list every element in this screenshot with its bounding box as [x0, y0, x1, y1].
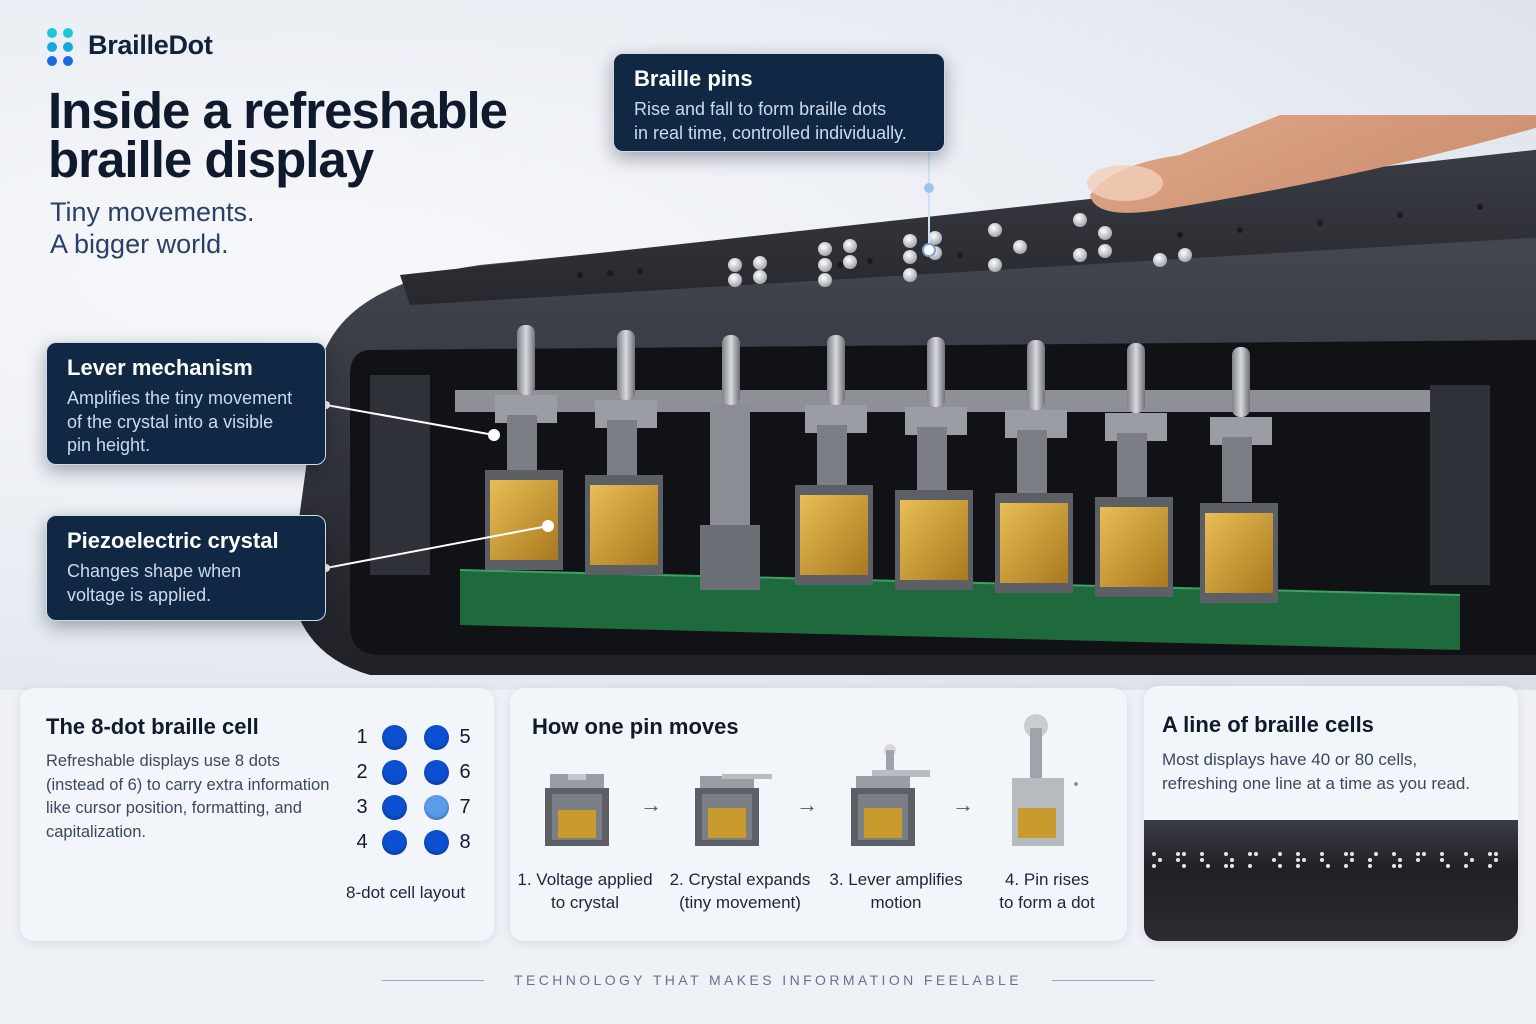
braille-dot	[424, 830, 449, 855]
dot-number: 5	[459, 726, 471, 748]
card-description: Most displays have 40 or 80 cells, refre…	[1162, 748, 1507, 795]
step-2-illustration	[695, 774, 772, 846]
logo-dot	[47, 28, 57, 38]
braille-display-device	[290, 115, 1536, 675]
callout-text-line: voltage is applied.	[67, 584, 212, 605]
braille-line-strip	[1144, 820, 1518, 941]
arrow-right-icon: →	[640, 792, 662, 817]
callout-text-line: Rise and fall to form braille dots	[634, 99, 887, 119]
dot-number: 3	[356, 796, 368, 818]
logo-dot	[63, 56, 73, 66]
card-text-line: capitalization.	[46, 822, 146, 841]
logo-dot	[63, 42, 73, 52]
page-subtitle: Tiny movements. A bigger world.	[50, 196, 255, 260]
callout-title: Lever mechanism	[67, 355, 253, 380]
callout-text-line: in real time, controlled individually.	[634, 122, 907, 143]
card-text-line: (instead of 6) to carry extra informatio…	[46, 775, 330, 794]
logo-dot	[47, 42, 57, 52]
card-8-dot-cell: The 8-dot braille cell Refreshable displ…	[20, 688, 494, 941]
step-label: 2. Crystal expands (tiny movement)	[665, 868, 815, 914]
card-text-line: Most displays have 40 or 80 cells,	[1162, 750, 1418, 769]
callout-title: Piezoelectric crystal	[67, 528, 279, 553]
subtitle-line: A bigger world.	[50, 229, 229, 259]
callout-text-line: of the crystal into a visible	[67, 411, 274, 432]
step-label-line: (tiny movement)	[679, 893, 801, 912]
dot-number: 6	[459, 761, 471, 783]
arrow-right-icon: →	[796, 792, 818, 817]
callout-text: Rise and fall to form braille dots in re…	[634, 98, 924, 145]
callout-piezoelectric-crystal: Piezoelectric crystal Changes shape when…	[46, 515, 326, 621]
braille-dot	[382, 760, 407, 785]
braille-dot	[382, 830, 407, 855]
step-label: 3. Lever amplifies motion	[821, 868, 971, 914]
dot-number: 4	[356, 831, 368, 853]
dot-number: 7	[459, 796, 471, 818]
cell-caption: 8-dot cell layout	[346, 883, 466, 902]
callout-text-line: Amplifies the tiny movement	[67, 388, 293, 408]
arrow-right-icon: →	[952, 792, 974, 817]
dot-number: 2	[356, 761, 368, 783]
braille-dot	[424, 760, 449, 785]
step-label-line: to form a dot	[999, 893, 1095, 912]
card-title: A line of braille cells	[1162, 712, 1374, 737]
card-description: Refreshable displays use 8 dots (instead…	[46, 750, 346, 844]
step-4-illustration	[1012, 714, 1078, 846]
card-text-line: like cursor position, formatting, and	[46, 799, 302, 817]
braille-dot	[382, 795, 407, 820]
braille-dot	[424, 725, 449, 750]
braille-dot-highlighted	[424, 795, 449, 820]
brand-logo-icon	[47, 28, 77, 66]
callout-braille-pins: Braille pins Rise and fall to form brail…	[613, 53, 945, 152]
step-3-illustration	[851, 744, 930, 846]
card-how-pin-moves: How one pin moves → → → 1. Voltage app	[510, 688, 1127, 941]
page-title: Inside a refreshable braille display	[48, 82, 508, 188]
callout-lever-mechanism: Lever mechanism Amplifies the tiny movem…	[46, 342, 326, 465]
step-label-line: 1. Voltage applied	[517, 870, 653, 889]
callout-text-line: pin height.	[67, 435, 151, 455]
callout-text: Amplifies the tiny movement of the cryst…	[67, 387, 305, 458]
step-label-line: motion	[870, 893, 922, 912]
logo-dot	[47, 56, 57, 66]
step-label-line: to crystal	[550, 893, 620, 912]
callout-text-line: Changes shape when	[67, 561, 242, 581]
footer-divider-right	[1052, 980, 1154, 981]
brand-name: BrailleDot	[88, 30, 213, 60]
logo-dot	[63, 28, 73, 38]
card-title: How one pin moves	[532, 714, 739, 739]
callout-text: Changes shape when voltage is applied.	[67, 560, 305, 607]
step-label-line: 3. Lever amplifies	[829, 870, 963, 889]
braille-cell-diagram: 1 2 3 4 5 6 7 8	[352, 725, 482, 866]
step-label-line: 4. Pin rises	[1004, 870, 1090, 889]
card-title: The 8-dot braille cell	[46, 714, 259, 739]
footer-divider-left	[382, 980, 484, 981]
step-label: 1. Voltage applied to crystal	[510, 868, 660, 914]
dot-number: 1	[356, 726, 368, 748]
footer-tagline: TECHNOLOGY THAT MAKES INFORMATION FEELAB…	[514, 972, 1022, 988]
callout-title: Braille pins	[634, 66, 753, 91]
card-text-line: Refreshable displays use 8 dots	[46, 752, 280, 770]
card-text-line: refreshing one line at a time as you rea…	[1162, 773, 1471, 793]
step-label-line: 2. Crystal expands	[669, 870, 811, 889]
subtitle-line: Tiny movements.	[50, 197, 255, 227]
step-label: 4. Pin rises to form a dot	[972, 868, 1122, 914]
braille-line-pins	[1152, 852, 1498, 868]
card-line-of-cells: A line of braille cells Most displays ha…	[1144, 686, 1518, 941]
step-1-illustration	[545, 774, 609, 846]
dot-number: 8	[459, 831, 471, 853]
braille-dot	[382, 725, 407, 750]
